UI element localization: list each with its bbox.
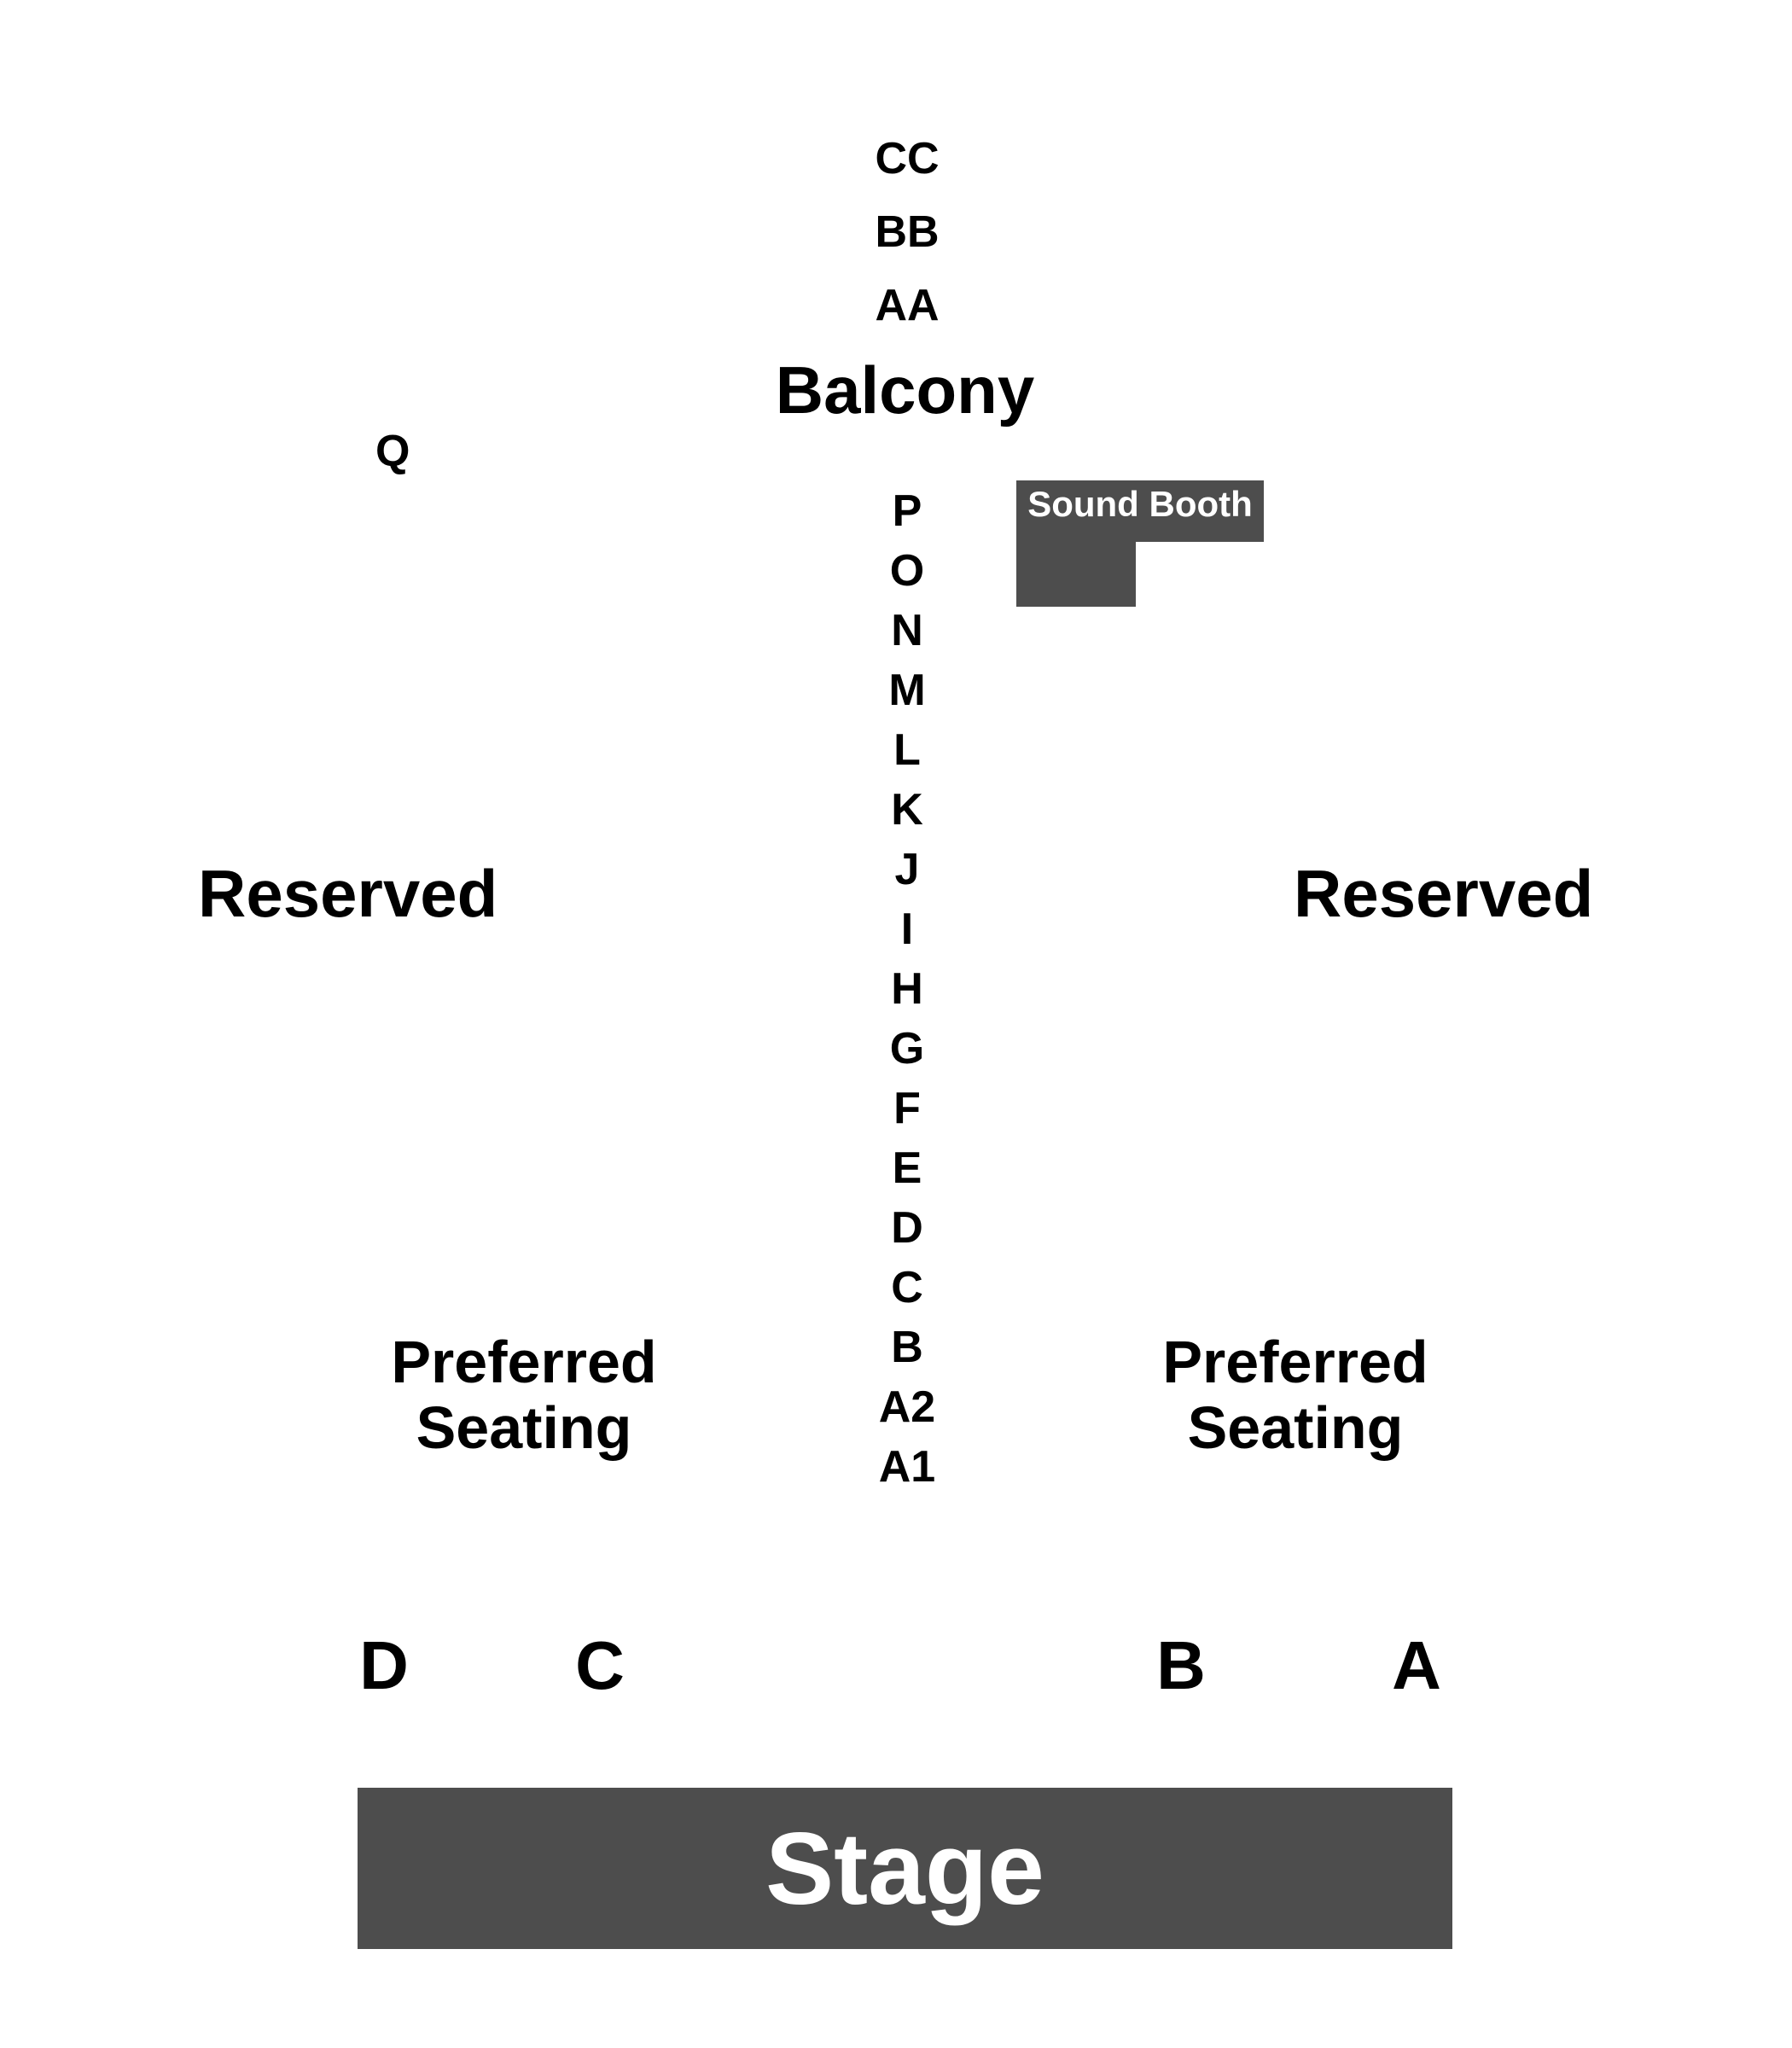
section-a-label[interactable]: A: [1392, 1627, 1441, 1703]
row-p[interactable]: P: [892, 486, 922, 536]
row-b[interactable]: B: [891, 1323, 923, 1372]
row-i[interactable]: I: [900, 905, 914, 954]
preferred-right-line-1: Preferred: [1162, 1329, 1428, 1395]
row-f[interactable]: F: [893, 1084, 921, 1133]
preferred-left-line-2: Seating: [416, 1394, 632, 1461]
preferred-right-label[interactable]: Preferred Seating: [1099, 1329, 1492, 1461]
row-a2[interactable]: A2: [878, 1382, 936, 1432]
preferred-left-label[interactable]: Preferred Seating: [328, 1329, 720, 1461]
balcony-row-aa[interactable]: AA: [875, 281, 940, 330]
row-q[interactable]: Q: [375, 427, 410, 476]
stage-label: Stage: [765, 1811, 1044, 1926]
row-e[interactable]: E: [892, 1143, 922, 1193]
preferred-left-line-1: Preferred: [391, 1329, 657, 1395]
preferred-right-line-2: Seating: [1187, 1394, 1404, 1461]
sound-booth-shape: [1016, 480, 1264, 607]
sound-booth-block: [1016, 480, 1264, 607]
row-h[interactable]: H: [891, 964, 923, 1014]
row-c[interactable]: C: [891, 1263, 923, 1312]
section-d-label[interactable]: D: [359, 1627, 409, 1703]
balcony-row-bb[interactable]: BB: [875, 207, 940, 257]
row-o[interactable]: O: [889, 546, 925, 596]
section-c-label[interactable]: C: [575, 1627, 625, 1703]
sound-booth-label: Sound Booth: [1027, 484, 1253, 524]
stage-block: Stage: [358, 1788, 1452, 1949]
row-l[interactable]: L: [893, 725, 921, 775]
row-g[interactable]: G: [889, 1024, 925, 1073]
row-a1[interactable]: A1: [878, 1442, 936, 1492]
reserved-right-label[interactable]: Reserved: [1294, 856, 1594, 931]
row-m[interactable]: M: [888, 666, 926, 715]
balcony-label: Balcony: [775, 352, 1035, 428]
row-k[interactable]: K: [891, 785, 923, 835]
balcony-row-cc[interactable]: CC: [875, 134, 940, 183]
section-b-label[interactable]: B: [1156, 1627, 1206, 1703]
reserved-left-label[interactable]: Reserved: [198, 856, 498, 931]
row-j[interactable]: J: [894, 845, 920, 894]
row-n[interactable]: N: [891, 606, 923, 655]
row-d[interactable]: D: [891, 1203, 923, 1253]
